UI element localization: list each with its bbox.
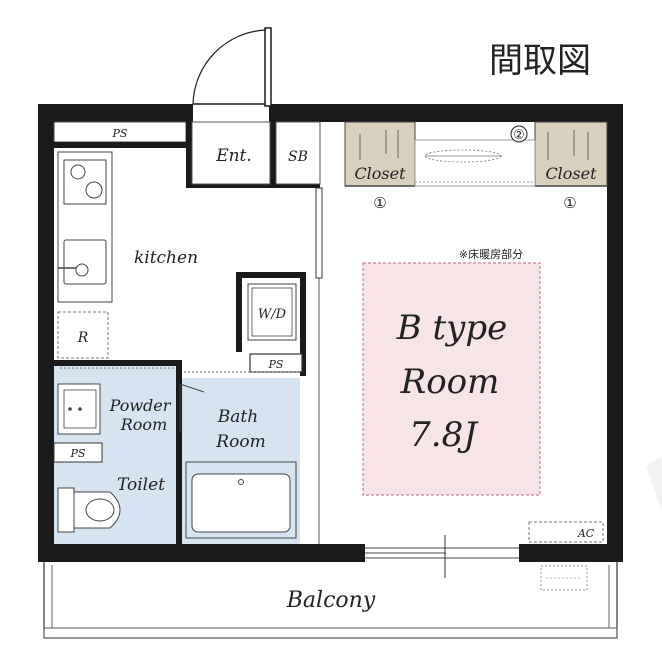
washer-space [242, 278, 300, 350]
balcony: Balcony [43, 559, 618, 639]
floor-heating-area [362, 262, 541, 496]
washer-label: W/D [258, 307, 287, 322]
ps-powder [53, 442, 103, 463]
top-window [414, 139, 536, 187]
basin-icon [57, 383, 101, 435]
outdoor-unit [540, 565, 588, 591]
balcony-window[interactable] [363, 535, 521, 578]
ps-top-label: PS [112, 127, 128, 140]
closet-left [344, 121, 416, 187]
powder-label-1: Powder [109, 396, 172, 415]
balcony-label: Balcony [286, 588, 376, 613]
fridge-space [57, 311, 109, 359]
kitchen-label: kitchen [134, 248, 198, 268]
ac-unit [528, 521, 604, 543]
entrance-area [191, 121, 271, 185]
closet-right-label: Closet [545, 164, 597, 183]
room-size-label: 7.8J [409, 415, 479, 455]
entrance-label: Ent. [215, 146, 252, 166]
edge-decoration [646, 456, 662, 512]
shoebox-label: SB [288, 149, 308, 165]
floor-heating-note: ※床暖房部分 [459, 247, 523, 261]
room-label: Room [400, 362, 500, 402]
marker-2: ② [513, 128, 525, 143]
powder-label-2: Room [120, 415, 167, 434]
bath-label-1: Bath [217, 407, 258, 427]
bath-label-2: Room [215, 432, 265, 452]
bathtub-icon [185, 461, 297, 539]
kitchen-counter [57, 151, 113, 303]
toilet-label: Toilet [117, 475, 165, 495]
marker-1-right: ① [563, 194, 576, 212]
entrance-door[interactable] [192, 27, 272, 122]
stove-icon [63, 159, 107, 205]
toilet-icon [57, 487, 121, 533]
marker-1-left: ① [373, 194, 386, 212]
sink-icon [58, 239, 107, 285]
fridge-label: R [77, 330, 89, 346]
ac-label: AC [577, 527, 595, 540]
outer-walls [38, 104, 623, 562]
ps-washer-label: PS [268, 358, 284, 371]
partition [315, 187, 323, 279]
closet-left-label: Closet [354, 164, 406, 183]
room-type-label: B type [396, 308, 508, 348]
page-title: 間取図 [489, 41, 591, 81]
shoebox [275, 121, 321, 185]
ps-powder-label: PS [70, 447, 86, 460]
